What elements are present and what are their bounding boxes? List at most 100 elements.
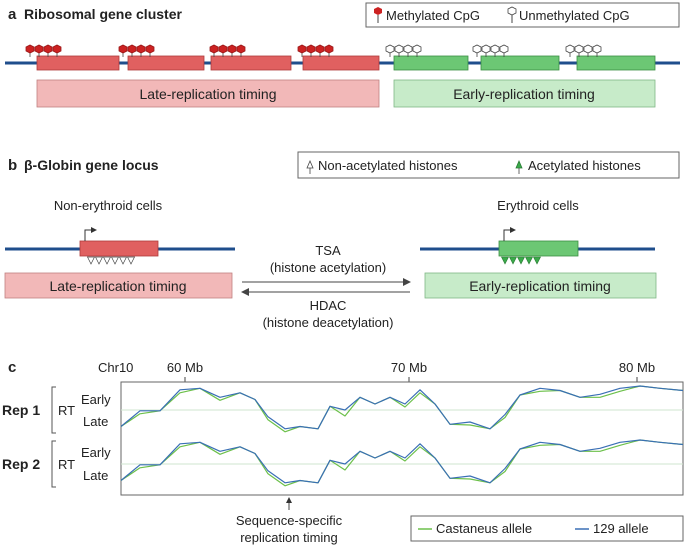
methylated-cpg-icon <box>52 44 62 57</box>
hdac-subtitle: (histone deacetylation) <box>263 315 394 330</box>
non-acetylated-histone-icon <box>110 256 120 265</box>
annotation-line1: Sequence-specific <box>236 513 343 528</box>
ribosomal-gene <box>302 55 380 71</box>
erythroid-label: Erythroid cells <box>497 198 579 213</box>
unmethylated-cpg-icon <box>403 44 413 57</box>
panel-c: c Chr10 60 Mb 70 Mb 80 Mb Rep 1 Rep 2 RT… <box>2 359 684 545</box>
methylated-cpg-icon <box>25 44 35 57</box>
methylated-cpg-icon <box>374 7 382 15</box>
acetylated-histone-icon <box>525 256 533 265</box>
unmethylated-cpg-icon <box>565 44 575 57</box>
late-timing-label-b: Late-replication timing <box>50 278 187 294</box>
rep1-bracket <box>51 386 56 434</box>
rep1-129-trace <box>120 385 684 430</box>
tick-label-60: 60 Mb <box>167 360 203 375</box>
early-timing-label-a: Early-replication timing <box>453 86 595 102</box>
panel-a-letter: a <box>8 6 17 23</box>
panel-c-legend: Castaneus allele 129 allele <box>410 515 684 542</box>
unmethylated-cpg-icon <box>412 44 422 57</box>
acetylated-histone-icon <box>517 256 525 265</box>
early-timing-box-b <box>424 272 657 299</box>
tsa-subtitle: (histone acetylation) <box>270 260 386 275</box>
unmethylated-cpg-icon <box>385 44 395 57</box>
early-genes <box>393 55 656 71</box>
ribosomal-gene <box>393 55 469 71</box>
tsa-label: TSA <box>315 243 341 258</box>
acetylated-histone-icon <box>533 256 541 265</box>
rep2-bracket <box>51 440 56 488</box>
ribosomal-gene <box>127 55 205 71</box>
ribosomal-gene <box>36 55 120 71</box>
rep2-label: Rep 2 <box>2 456 40 472</box>
methylated-cpg-icon <box>218 44 228 57</box>
methylated-cpg-icon <box>127 44 137 57</box>
methylated-cpg-icon <box>136 44 146 57</box>
late-timing-label-a: Late-replication timing <box>140 86 277 102</box>
legend-129-label: 129 allele <box>593 521 649 536</box>
rt-plot-frame <box>120 381 684 496</box>
cpg-markers <box>25 44 602 57</box>
tick-label-70: 70 Mb <box>391 360 427 375</box>
unmethylated-cpg-icon <box>507 6 517 16</box>
methylated-cpg-icon <box>145 44 155 57</box>
rep2-129-trace <box>120 439 684 484</box>
panel-a-title: Ribosomal gene cluster <box>24 6 182 22</box>
panel-b-letter: b <box>8 157 17 174</box>
globin-gene-left <box>79 240 159 257</box>
methylated-cpg-icon <box>34 44 44 57</box>
panel-a: a Ribosomal gene cluster Methylated CpG … <box>5 2 680 108</box>
methylated-cpg-icon <box>43 44 53 57</box>
rt-traces <box>120 385 684 487</box>
unmethylated-cpg-icon <box>592 44 602 57</box>
rep1-late-label: Late <box>83 414 108 429</box>
tick-label-80: 80 Mb <box>619 360 655 375</box>
methylated-cpg-icon <box>297 44 307 57</box>
acetylated-histone-icon <box>509 256 517 265</box>
unmethylated-cpg-icon <box>490 44 500 57</box>
ribosomal-gene <box>210 55 292 71</box>
unmethylated-cpg-icon <box>499 44 509 57</box>
ribosomal-gene <box>480 55 560 71</box>
non-erythroid-label: Non-erythroid cells <box>54 198 163 213</box>
early-timing-box-a <box>393 79 656 108</box>
panel-b: b β-Globin gene locus Non-acetylated his… <box>4 151 680 330</box>
rep2-early-label: Early <box>81 445 111 460</box>
unmethylated-cpg-icon <box>574 44 584 57</box>
methylated-cpg-icon <box>236 44 246 57</box>
legend-unmethylated-label: Unmethylated CpG <box>519 8 630 23</box>
late-genes <box>36 55 380 71</box>
hdac-label: HDAC <box>310 298 347 313</box>
methylated-cpg-icon <box>306 44 316 57</box>
panel-b-legend: Non-acetylated histones Acetylated histo… <box>297 151 680 179</box>
legend-non-acetylated-label: Non-acetylated histones <box>318 158 458 173</box>
late-timing-box-a <box>36 79 380 108</box>
tss-arrow-left <box>84 227 97 241</box>
rep1-early-label: Early <box>81 392 111 407</box>
legend-methylated-label: Methylated CpG <box>386 8 480 23</box>
acetylated-histones <box>501 256 541 265</box>
unmethylated-cpg-icon <box>481 44 491 57</box>
panel-b-title: β-Globin gene locus <box>24 157 159 173</box>
chromosome-label: Chr10 <box>98 360 133 375</box>
non-acetylated-histone-icon <box>86 256 96 265</box>
non-acetylated-histone-icon <box>126 256 136 265</box>
acetylated-histone-icon <box>501 256 509 265</box>
methylated-cpg-icon <box>227 44 237 57</box>
early-timing-label-b: Early-replication timing <box>469 278 611 294</box>
non-acetylated-histone-icon <box>102 256 112 265</box>
methylated-cpg-icon <box>324 44 334 57</box>
non-acetylated-histone-icon <box>118 256 128 265</box>
annotation-line2: replication timing <box>240 530 338 545</box>
methylated-cpg-icon <box>315 44 325 57</box>
panel-a-legend: Methylated CpG Unmethylated CpG <box>365 2 680 28</box>
unmethylated-cpg-icon <box>583 44 593 57</box>
unmethylated-cpg-icon <box>394 44 404 57</box>
methylated-cpg-icon <box>118 44 128 57</box>
non-acetylated-histone-icon <box>94 256 104 265</box>
panel-c-letter: c <box>8 359 16 376</box>
rep1-rt-label: RT <box>58 403 75 418</box>
tss-arrow-right <box>503 227 516 241</box>
ribosomal-gene <box>576 55 656 71</box>
legend-acetylated-label: Acetylated histones <box>528 158 641 173</box>
